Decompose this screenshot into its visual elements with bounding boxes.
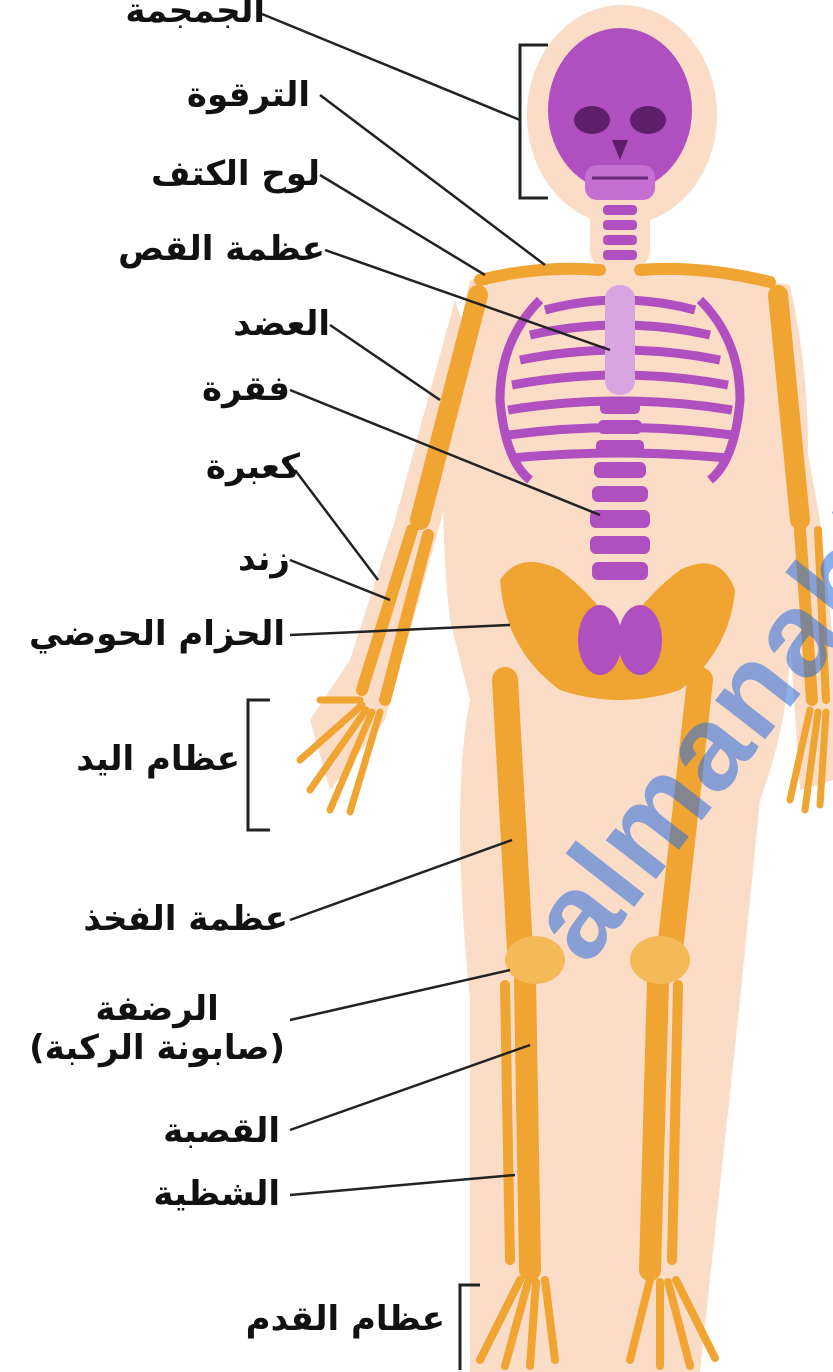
sternum-bone <box>605 285 635 395</box>
label-vertebra: فقرة <box>202 370 290 409</box>
label-pelvic-girdle: الحزام الحوضي <box>29 615 285 654</box>
label-sternum: عظمة القص <box>118 230 325 269</box>
label-radius: كعبرة <box>206 448 300 487</box>
label-skull: الجمجمة <box>125 0 265 31</box>
label-patella: الرضفة (صابونة الركبة) <box>29 990 285 1068</box>
label-patella-line2: (صابونة الركبة) <box>29 1029 285 1068</box>
label-foot-bones: عظام القدم <box>246 1300 445 1339</box>
label-femur: عظمة الفخذ <box>83 900 288 939</box>
label-hand-bones: عظام اليد <box>76 740 240 779</box>
label-humerus: العضد <box>233 305 330 344</box>
label-scapula: لوح الكتف <box>151 155 320 194</box>
label-tibia: القصبة <box>163 1112 280 1151</box>
label-ulna: زند <box>238 540 290 579</box>
label-fibula: الشظية <box>153 1175 280 1214</box>
label-clavicle: الترقوة <box>187 76 310 115</box>
label-patella-line1: الرضفة <box>29 990 285 1029</box>
